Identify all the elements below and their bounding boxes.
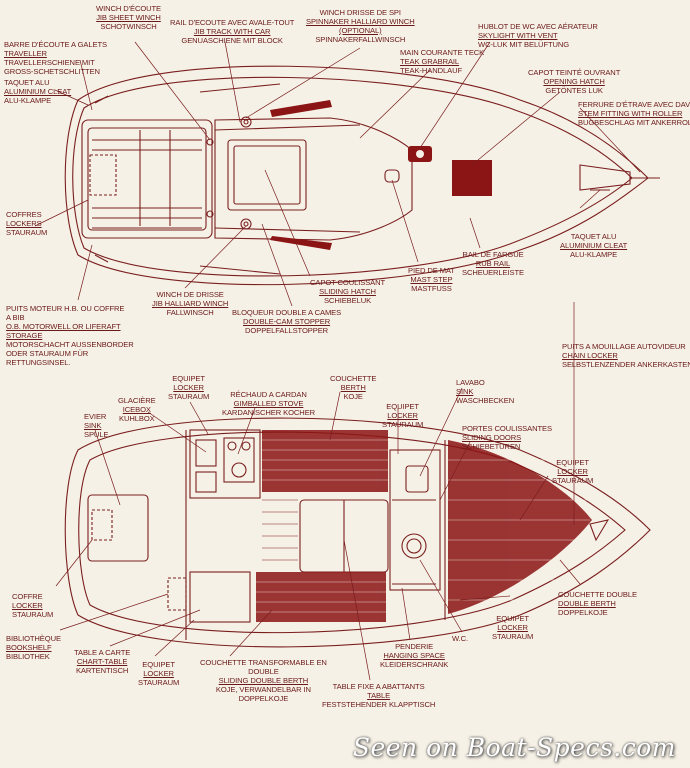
interior-cockpit: [87, 430, 187, 640]
interior-saloon-table: [299, 499, 389, 573]
label-wc: W.C.: [452, 634, 469, 643]
deck-filled-parts: [270, 100, 492, 250]
deck-winches: [206, 116, 400, 230]
interior-heads: [389, 449, 441, 591]
deck-bow-fitting: [579, 164, 660, 191]
interior-floor-planks: [262, 499, 298, 561]
leader-lines: [34, 41, 641, 681]
interior-chart-table: [189, 571, 251, 623]
deck-hull-outline: [64, 65, 649, 286]
interior-forepeak: [444, 440, 610, 620]
watermark: Seen on Boat-Specs.com: [352, 733, 676, 762]
deck-coachroof: [214, 117, 413, 241]
interior-galley: [189, 429, 261, 499]
interior-berths: [256, 430, 592, 622]
deck-cockpit: [81, 119, 213, 239]
